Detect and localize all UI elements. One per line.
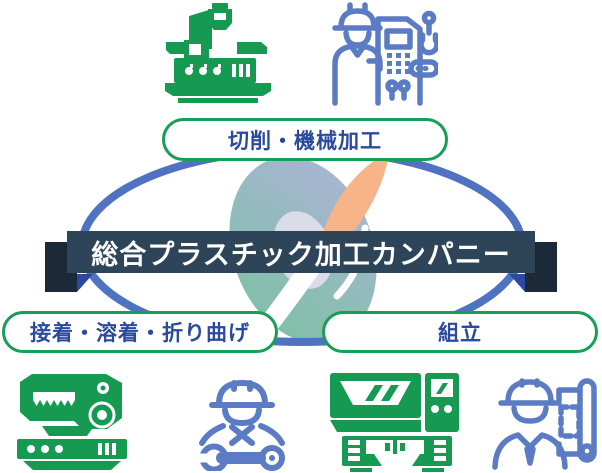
label-bonding-welding-bending: 接着・溶着・折り曲げ bbox=[2, 311, 278, 353]
label-cutting-machining: 切削・機械加工 bbox=[162, 118, 448, 161]
label-assembly-text: 組立 bbox=[438, 322, 482, 345]
bonding-welding-machine-icon bbox=[17, 374, 127, 470]
company-banner-title: 総合プラスチック加工カンパニー bbox=[91, 239, 511, 270]
milling-machine-icon bbox=[165, 3, 271, 103]
cnc-machine-icon bbox=[330, 373, 459, 472]
worker-cnc-robot-arm-icon bbox=[332, 2, 438, 106]
label-cutting-machining-text: 切削・機械加工 bbox=[228, 129, 382, 153]
worker-blueprint-icon bbox=[492, 378, 597, 470]
company-banner: 総合プラスチック加工カンパニー bbox=[67, 231, 535, 273]
label-assembly: 組立 bbox=[322, 311, 598, 353]
worker-wrench-icon bbox=[196, 380, 285, 471]
label-bonding-welding-bending-text: 接着・溶着・折り曲げ bbox=[30, 322, 250, 345]
